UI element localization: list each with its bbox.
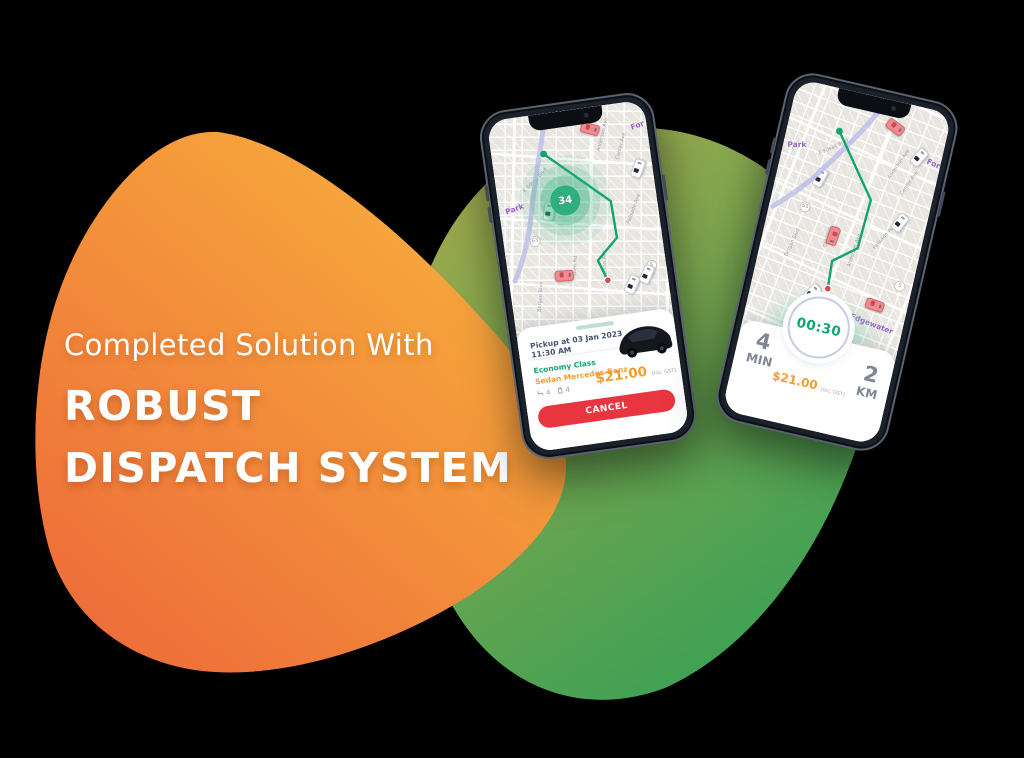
highway-path (512, 106, 548, 284)
pickup-dot (540, 150, 547, 158)
booking-card: Pickup at 03 Jan 2023 11:30 AM Economy C… (515, 307, 690, 453)
seat-capacity: 4 (536, 388, 551, 398)
drag-handle[interactable] (575, 320, 615, 331)
highway-path (770, 93, 894, 209)
vehicle-photo (619, 326, 673, 358)
luggage-capacity: 4 (556, 386, 571, 396)
route-path (826, 130, 873, 290)
camera-icon (890, 105, 897, 112)
orange-blob (35, 131, 567, 673)
route-path (542, 152, 619, 282)
headline-subtitle: Completed Solution With (64, 328, 434, 362)
seat-icon (537, 390, 544, 396)
headline-title-line1: ROBUST (64, 382, 262, 430)
pickup-dot (836, 127, 843, 135)
luggage-icon (557, 387, 563, 394)
dropoff-dot (603, 276, 612, 285)
fare-amount: $21.00 (inc. GST) (594, 363, 677, 387)
tax-note: (inc. GST) (651, 367, 677, 378)
capacity-row: 4 4 (536, 386, 571, 399)
camera-icon (583, 112, 589, 119)
headline-title-line2: DISPATCH SYSTEM (64, 443, 513, 492)
headline: Completed Solution With ROBUST DISPATCH … (64, 328, 512, 499)
